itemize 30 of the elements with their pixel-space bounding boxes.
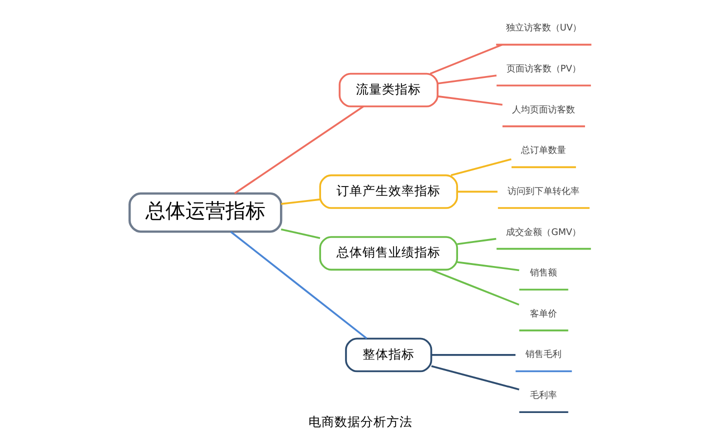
node-text: 客单价 <box>530 309 557 320</box>
node-text: 成交金额（GMV） <box>506 228 581 238</box>
node-text: 销售额 <box>530 268 557 279</box>
connector <box>456 261 519 272</box>
node-box: 整体指标 <box>344 338 432 372</box>
node-text: 销售毛利 <box>525 350 562 360</box>
connector <box>456 190 498 193</box>
node-text: 页面访客数（PV） <box>506 64 581 74</box>
node-text: 总订单数量 <box>520 146 566 156</box>
connector <box>450 158 511 176</box>
node-box: 流量类指标 <box>338 72 438 108</box>
node-text: 访问到下单转化率 <box>507 186 580 197</box>
connector <box>429 44 502 75</box>
connector <box>280 198 320 205</box>
node-box: 订单产生效率指标 <box>318 174 458 209</box>
caption: 电商数据分析方法 <box>308 414 412 429</box>
connector <box>280 228 320 239</box>
connector <box>430 365 519 390</box>
node-text: 人均页面访客数 <box>512 105 575 116</box>
connector <box>437 74 496 84</box>
node-text: 独立访客数（UV） <box>505 24 582 34</box>
connector <box>234 106 364 194</box>
node-text: 毛利率 <box>530 391 557 402</box>
connector <box>230 231 367 340</box>
connector <box>456 238 496 246</box>
node-box: 总体运营指标 <box>128 192 282 233</box>
node-box: 总体销售业绩指标 <box>318 236 458 271</box>
connector <box>430 354 515 356</box>
connector <box>430 268 519 306</box>
connector <box>437 95 502 106</box>
